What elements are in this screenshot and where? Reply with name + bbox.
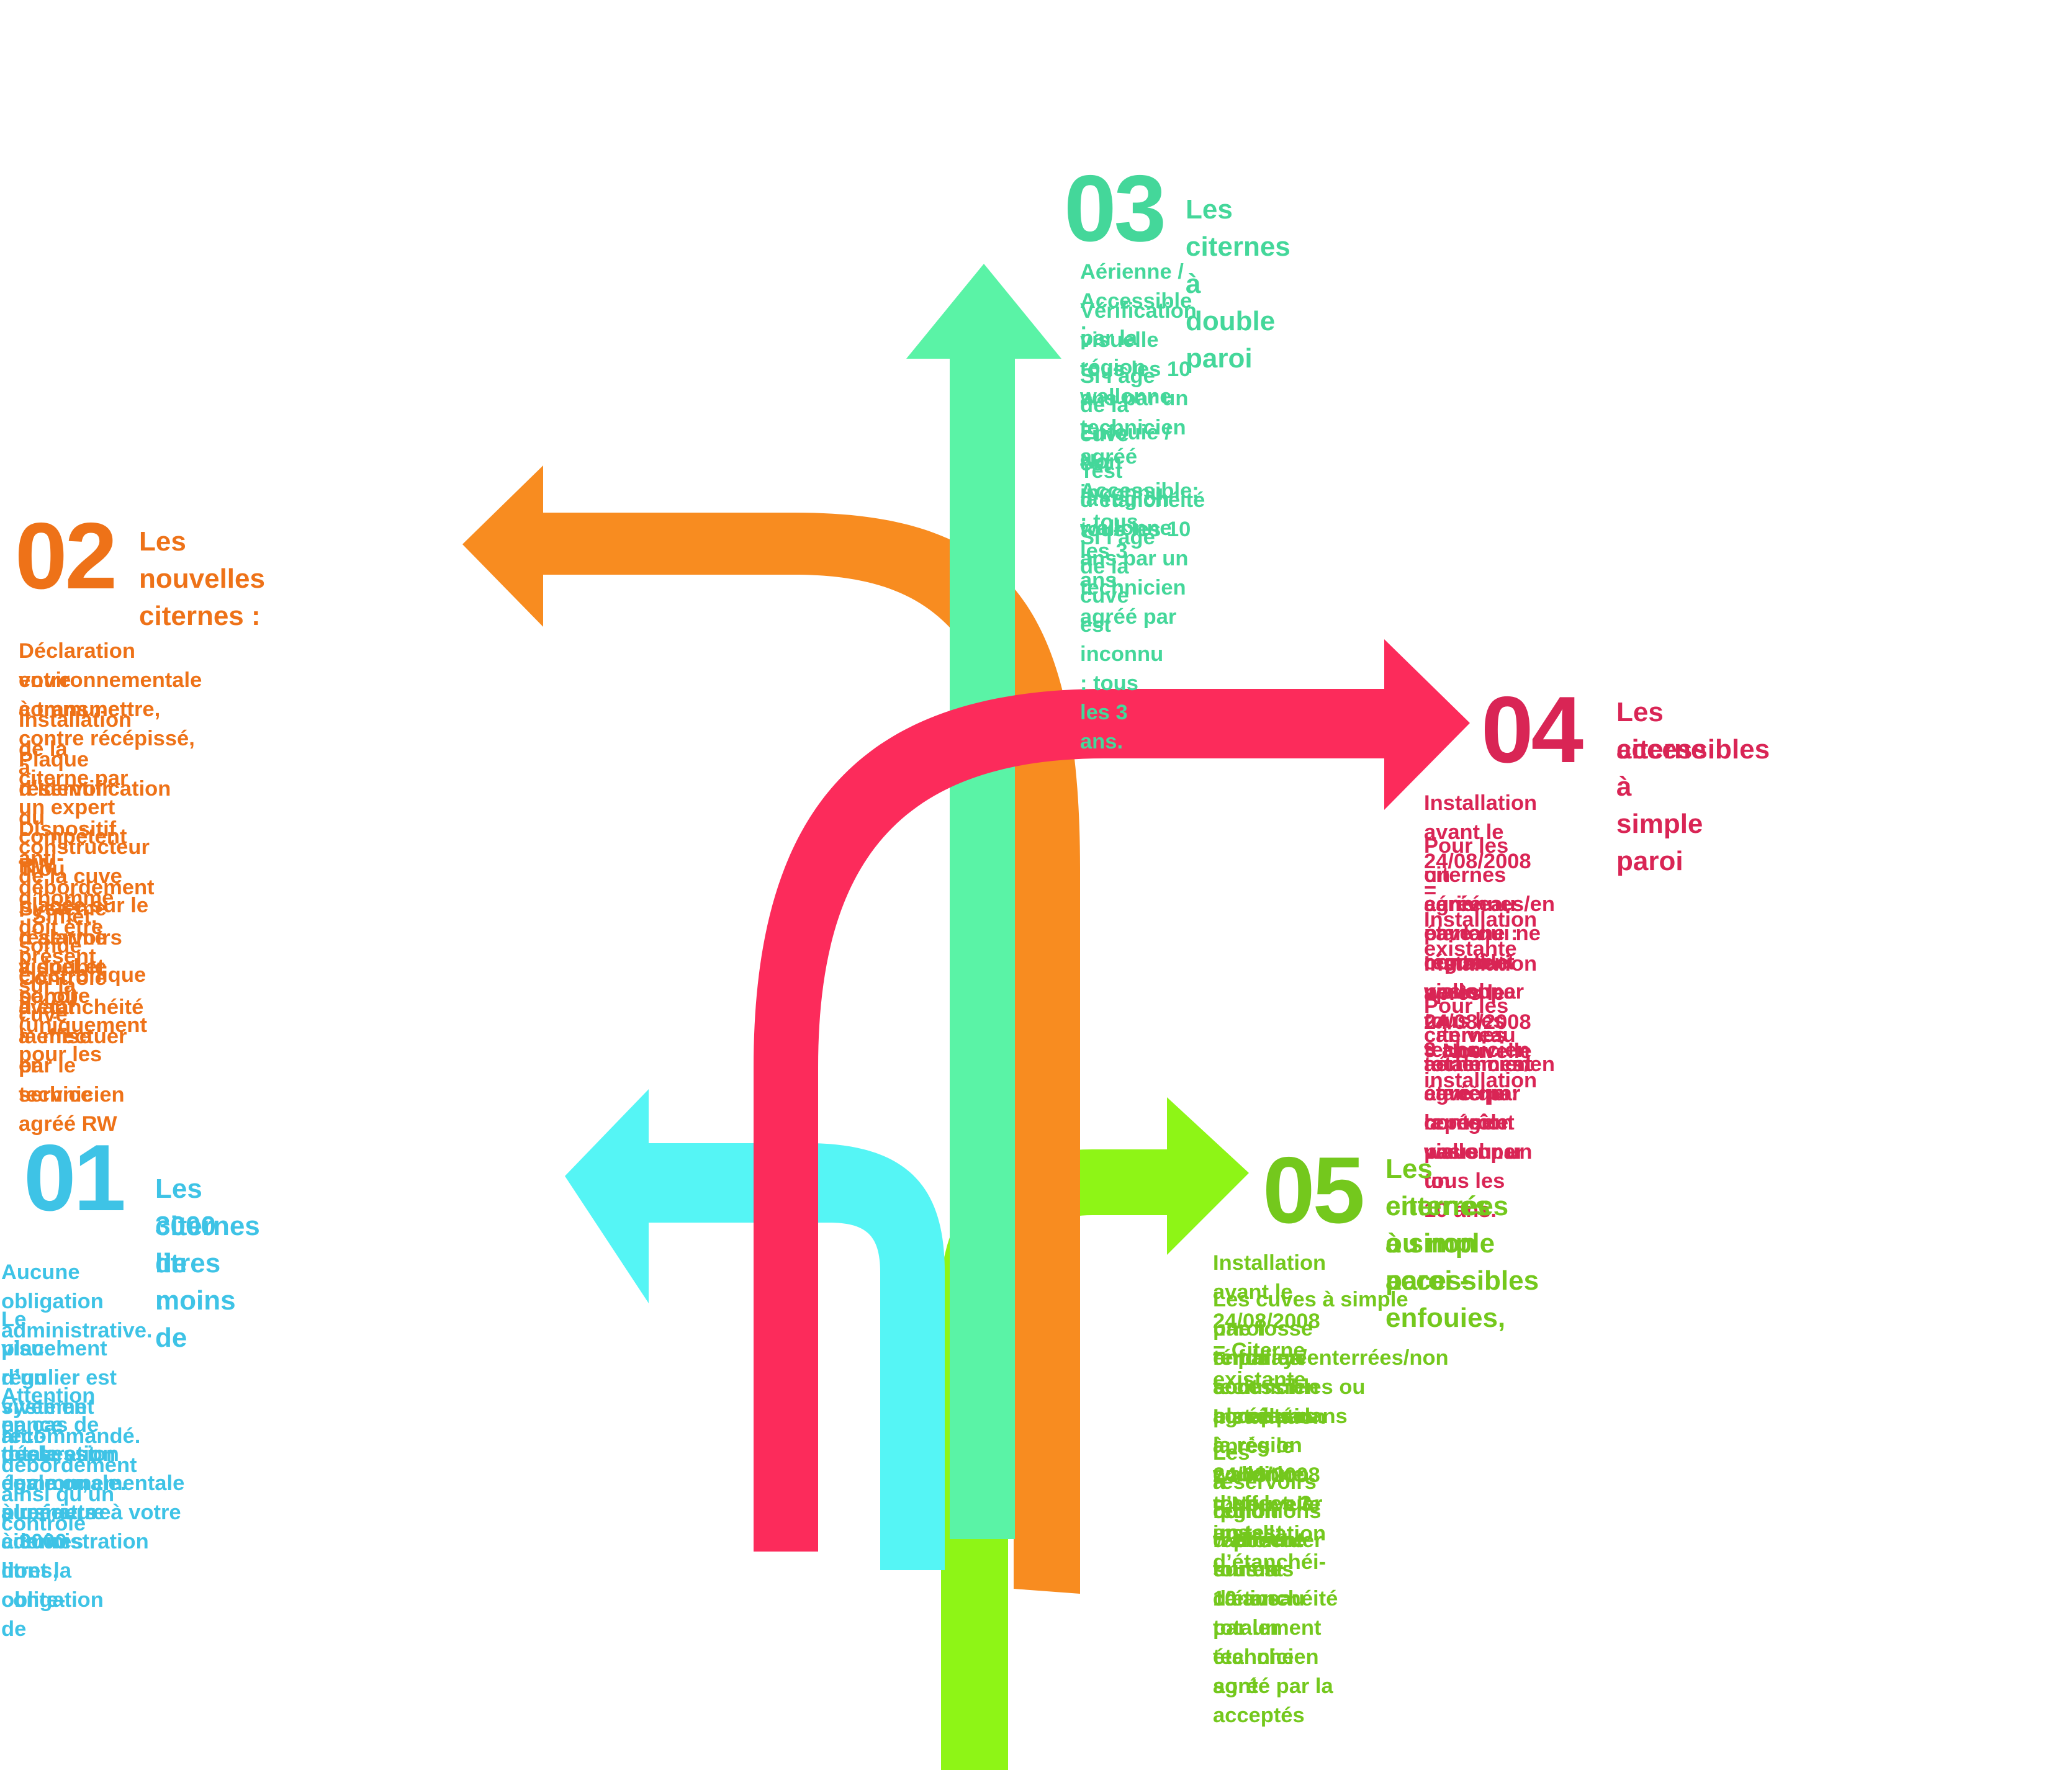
paragraph-line: Attention en cas de possession de plusie… [1, 1384, 119, 1612]
paragraph-line: Installation de la citerne par un expert… [19, 708, 132, 878]
paragraph-line: votre commune [19, 668, 120, 721]
paragraph-line: caniveau totalement étanche : contrôle v… [1424, 1023, 1533, 1193]
paragraph-line: Déclaration environnementale à transmett… [19, 639, 202, 779]
paragraph-line: un caniveau étanche : contrôle visuel pa… [1424, 863, 1530, 1062]
paragraph-line: Installation avant le 24/08/2008 = Insta… [1424, 791, 1538, 961]
paragraph-line: Vérification visuelle tous les 10 ans pa… [1080, 299, 1197, 469]
section-number: 04 [1481, 677, 1583, 783]
paragraph-line: Aérienne / Accessible : [1080, 260, 1192, 342]
paragraph-line: Plaque d’identification du constructeur … [19, 748, 171, 917]
section-number: 01 [24, 1125, 126, 1231]
paragraph-line: Test d’étanchéité tous les 10 ans par un… [1080, 459, 1205, 629]
paragraph-line: Le placement d’un système anti-débordeme… [1, 1308, 137, 1535]
section-number: 03 [1064, 156, 1166, 261]
paragraph-line: Les cuves à simple paroi enfouies/enterr… [1213, 1288, 1449, 1428]
section-title-line-1: Les citerne à simple paroi [1616, 697, 1706, 876]
paragraph-line: réservoirs à double paroi) [19, 926, 122, 1008]
paragraph-line: une fosse remblayée sont acceptées à con… [1213, 1317, 1327, 1574]
paragraph-line: Installation après le 24/08/2008 = Nouve… [1213, 1405, 1327, 1545]
section-title-line-2: accessibles [1616, 734, 1770, 765]
paragraph-line: la région wallonne [1080, 487, 1172, 540]
paragraph-line: Pour les citernes aériennes/en cave qui … [1424, 834, 1555, 1004]
arrow-04-red [754, 639, 1470, 1552]
arrow-03-green [906, 264, 1061, 1539]
paragraph-line: Contrôle d’étanchéité à effectuer par le… [19, 966, 144, 1136]
paragraph-line: SI l’âge de la cuve est inconnu : tous l… [1080, 526, 1164, 753]
paragraph-line: Installation après le 24/08/2008 = Nouve… [1424, 952, 1538, 1092]
paragraph-line: Système d’alarme visuel et sonore (uniqu… [19, 897, 147, 1066]
paragraph-line: nance totale est égale ou supérieure à 3… [1, 1413, 111, 1641]
paragraph-line: agréé par la région wallonne tous les 3 … [1424, 892, 1516, 1062]
section-title: Les citernes à double paroi [1186, 194, 1290, 374]
arrow-01-cyan [565, 1089, 945, 1570]
paragraph-line: Si l’âge de la cuve est inconnu : tous l… [1080, 364, 1164, 592]
arrow-02-orange [462, 465, 1080, 1594]
paragraph-line: à conditions d’effectuer un test d’étanc… [1213, 1470, 1338, 1698]
paragraph-line: té par un technicien agréé par la région… [1213, 1346, 1319, 1545]
paragraph-line: Dispositif anti-débordement : Sifflet, s… [19, 817, 155, 987]
paragraph-line: technicien agréé par la région wallonne … [1424, 1053, 1530, 1222]
paragraph-line: par la région wallonne [1080, 326, 1172, 408]
section-title-line-2: enterrées ou non accessibles [1385, 1191, 1539, 1296]
paragraph-line: Enfouie / Non Accessible: [1080, 421, 1199, 503]
section-title-line-1: Les citernes de moins de [155, 1174, 260, 1353]
paragraph-line: région wallonne tous les 10 ans. [1213, 1499, 1305, 1611]
paragraph-line: communale. [1, 1471, 127, 1495]
paragraph-line: Trou d’homme doit être présent sur la cu… [19, 857, 114, 1027]
paragraph-line: déclaration environnementale à remettre … [1, 1442, 185, 1553]
paragraph-line: Les réservoirs qui reposent sur un caniv… [1213, 1441, 1322, 1727]
paragraph-line: visuel régulier est vivement recommandé. [1, 1337, 141, 1448]
paragraph-line: Aucune obligation administrative. [1, 1260, 153, 1342]
section-title-line-2: 3000 litres : [155, 1211, 221, 1316]
paragraph-line: Pour les citernes aériennes/en cave qui … [1424, 994, 1555, 1164]
paragraph-line: réservoir [19, 777, 110, 801]
section-title: Les nouvelles citernes : [139, 526, 265, 631]
section-number: 02 [15, 503, 117, 609]
paragraph-line: Installation avant le 24/08/2008 = Citer… [1213, 1251, 1327, 1391]
section-title-line-1: Les citernes à simple paroi - enfouies, [1385, 1154, 1506, 1333]
section-number: 05 [1263, 1138, 1365, 1243]
paragraph-line: avant la mise en service [19, 995, 92, 1107]
